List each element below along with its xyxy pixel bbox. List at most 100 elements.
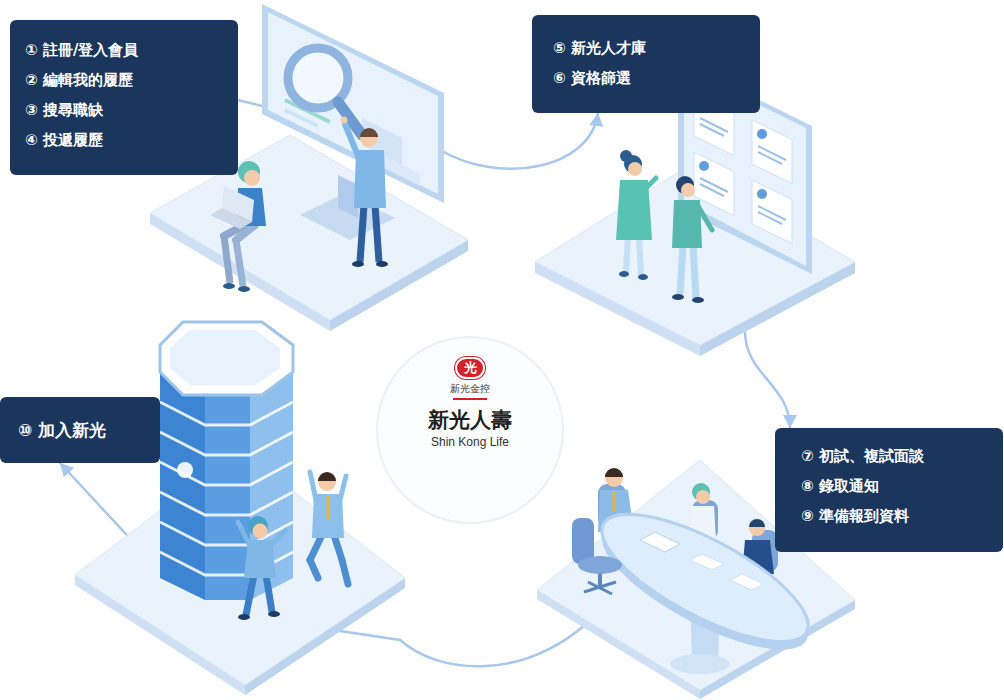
step-item: ⑦ 初試、複試面談 (801, 446, 924, 466)
candidate-board (752, 180, 792, 244)
step-item: ① 註冊/登入會員 (25, 40, 138, 60)
jumping-man (342, 560, 348, 584)
meeting-table (690, 554, 724, 570)
sitting-woman (222, 186, 254, 222)
recruiter-man (693, 245, 696, 298)
celebrating-woman (266, 575, 272, 612)
sitting-woman (244, 170, 260, 186)
sitting-woman (210, 161, 266, 292)
candidate-board (758, 212, 782, 224)
sitting-woman (223, 283, 235, 289)
company-tower (160, 322, 293, 395)
celebrating-woman (268, 611, 280, 617)
meeting-people (696, 490, 710, 504)
arrow-head (783, 415, 797, 428)
recruiter-woman (646, 178, 656, 188)
jumping-man (318, 473, 336, 491)
jumping-man (318, 472, 336, 481)
recruiter-man (672, 176, 712, 303)
step-item: ⑧ 錄取通知 (801, 476, 879, 496)
standing-man (341, 117, 348, 124)
candidate-board (757, 129, 767, 139)
recruiter-man (672, 294, 684, 300)
step-panel: ① 註冊/登入會員 ② 編輯我的履歷 ③ 搜尋職缺 ④ 投遞履歷 (10, 20, 238, 175)
meeting-table (640, 532, 680, 552)
celebrating-woman (270, 530, 286, 546)
step-item: ⑥ 資格篩選 (553, 68, 631, 88)
logo-mark: 光 (455, 357, 485, 379)
magnifier (288, 48, 362, 135)
candidate-board (752, 120, 792, 184)
standing-man (345, 124, 358, 156)
step-item: ⑤ 新光人才庫 (553, 38, 646, 58)
step-item: ③ 搜尋職缺 (25, 100, 103, 120)
recruiter-woman (639, 236, 641, 275)
recruiter-woman (626, 236, 628, 272)
step-item: ② 編輯我的履歷 (25, 70, 133, 90)
monitor (285, 110, 318, 126)
sitting-woman (238, 286, 250, 292)
meeting-people (749, 520, 765, 536)
recruiter-woman (619, 271, 629, 277)
brand-text: 新光金控 (450, 382, 490, 395)
recruiter-woman (628, 162, 642, 176)
standing-man (360, 205, 364, 262)
standing-man (352, 261, 364, 267)
standing-man (376, 261, 388, 267)
standing-man (360, 128, 378, 137)
candidate-board (700, 184, 724, 196)
meeting-people (749, 519, 765, 527)
sitting-woman (224, 236, 230, 283)
monitor (262, 4, 444, 240)
logo-circle: 新光金控新光人壽 Shin Kong Life 光 (375, 335, 565, 525)
company-tower (160, 492, 293, 515)
candidate-board (699, 161, 709, 171)
monitor (262, 4, 444, 203)
office-chair (578, 556, 622, 574)
candidate-board (700, 124, 724, 136)
recruiter-man (698, 206, 712, 230)
meeting-people (605, 468, 623, 477)
arrow-head (589, 113, 603, 127)
step-item: ④ 投遞履歷 (25, 130, 103, 150)
jumping-man (327, 496, 330, 520)
logo-character: 光 (464, 360, 477, 376)
sitting-woman (236, 240, 243, 286)
celebrating-woman (238, 516, 286, 620)
step-panel: ⑩ 加入新光 (0, 397, 160, 463)
jumping-man (340, 476, 346, 500)
monitor (268, 12, 438, 194)
company-tower (160, 432, 293, 455)
brand-text: 新光人壽 (428, 407, 512, 433)
jumping-man (310, 535, 322, 560)
arrow-head (60, 463, 74, 477)
office-chair (572, 518, 622, 594)
recruiter-woman (616, 150, 656, 280)
jumping-man (310, 560, 318, 578)
standing-man (360, 129, 378, 147)
step-item: ⑩ 加入新光 (18, 419, 106, 441)
brand-rule (453, 398, 487, 400)
jumping-man (334, 535, 342, 560)
jumping-man (310, 472, 316, 500)
meeting-table (730, 574, 764, 590)
meeting-people (613, 492, 616, 512)
company-tower (170, 330, 280, 385)
company-tower (160, 402, 293, 425)
company-tower (160, 462, 293, 485)
recruiter-man (680, 245, 683, 295)
candidate-board (758, 152, 782, 164)
brand-text: Shin Kong Life (431, 435, 509, 450)
candidate-board (757, 189, 767, 199)
company-tower (160, 322, 293, 600)
meeting-table (670, 654, 730, 674)
celebrating-woman (246, 575, 254, 615)
step-panel: ⑦ 初試、複試面談⑧ 錄取通知⑨ 準備報到資料 (775, 428, 1003, 552)
company-tower (160, 522, 293, 545)
meeting-people (605, 469, 623, 487)
circle-outline (377, 337, 563, 523)
recruiter-man (692, 297, 704, 303)
standing-man (341, 117, 389, 268)
office-chair (588, 582, 612, 594)
